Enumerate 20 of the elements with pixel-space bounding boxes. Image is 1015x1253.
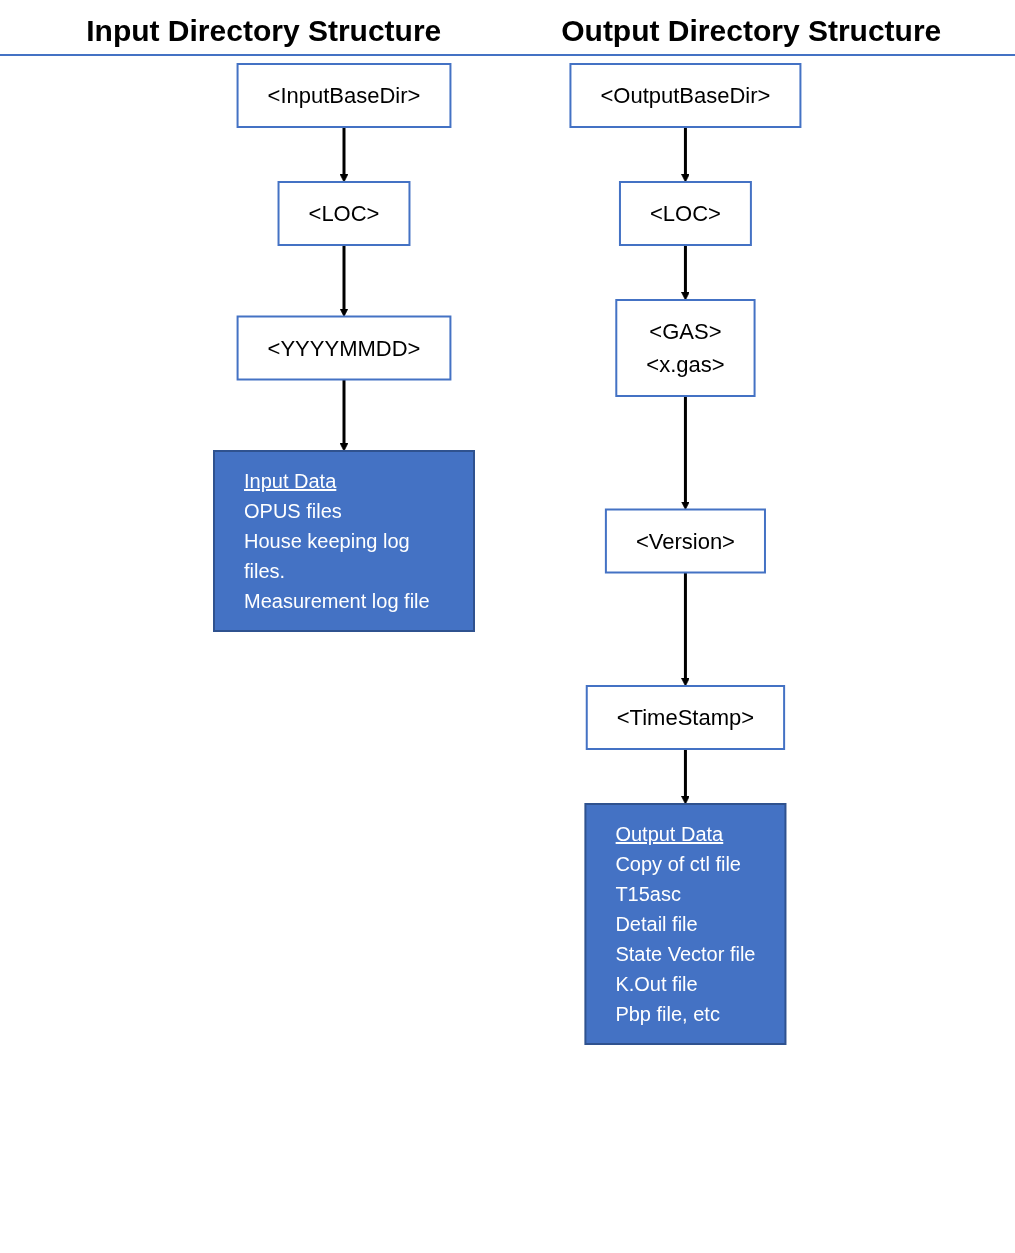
arrow xyxy=(339,127,349,183)
arrow xyxy=(681,572,691,687)
node-box: Input Data OPUS files House keeping log files. Measurement log file xyxy=(213,450,476,632)
arrow xyxy=(339,245,349,317)
arrow xyxy=(681,396,691,510)
arrow xyxy=(339,379,349,452)
node-box: <GAS> <x.gas> xyxy=(615,299,756,397)
node-box: <OutputBaseDir> xyxy=(569,63,802,128)
node-box: <Version> xyxy=(605,508,767,574)
arrow xyxy=(681,127,691,183)
column-heading: Output Directory Structure xyxy=(560,14,943,48)
node-box: <LOC> xyxy=(277,181,411,246)
node-box: <TimeStamp> xyxy=(586,685,786,750)
node-box: <LOC> xyxy=(619,181,753,246)
node-box: <InputBaseDir> xyxy=(236,63,452,128)
node-box: <YYYYMMDD> xyxy=(236,315,452,381)
arrow xyxy=(681,245,691,301)
column-heading: Input Directory Structure xyxy=(85,14,443,48)
arrow xyxy=(681,749,691,805)
node-box: Output Data Copy of ctl file T15asc Detail file State Vector file K.Out file Pbp file, etc xyxy=(584,803,787,1045)
